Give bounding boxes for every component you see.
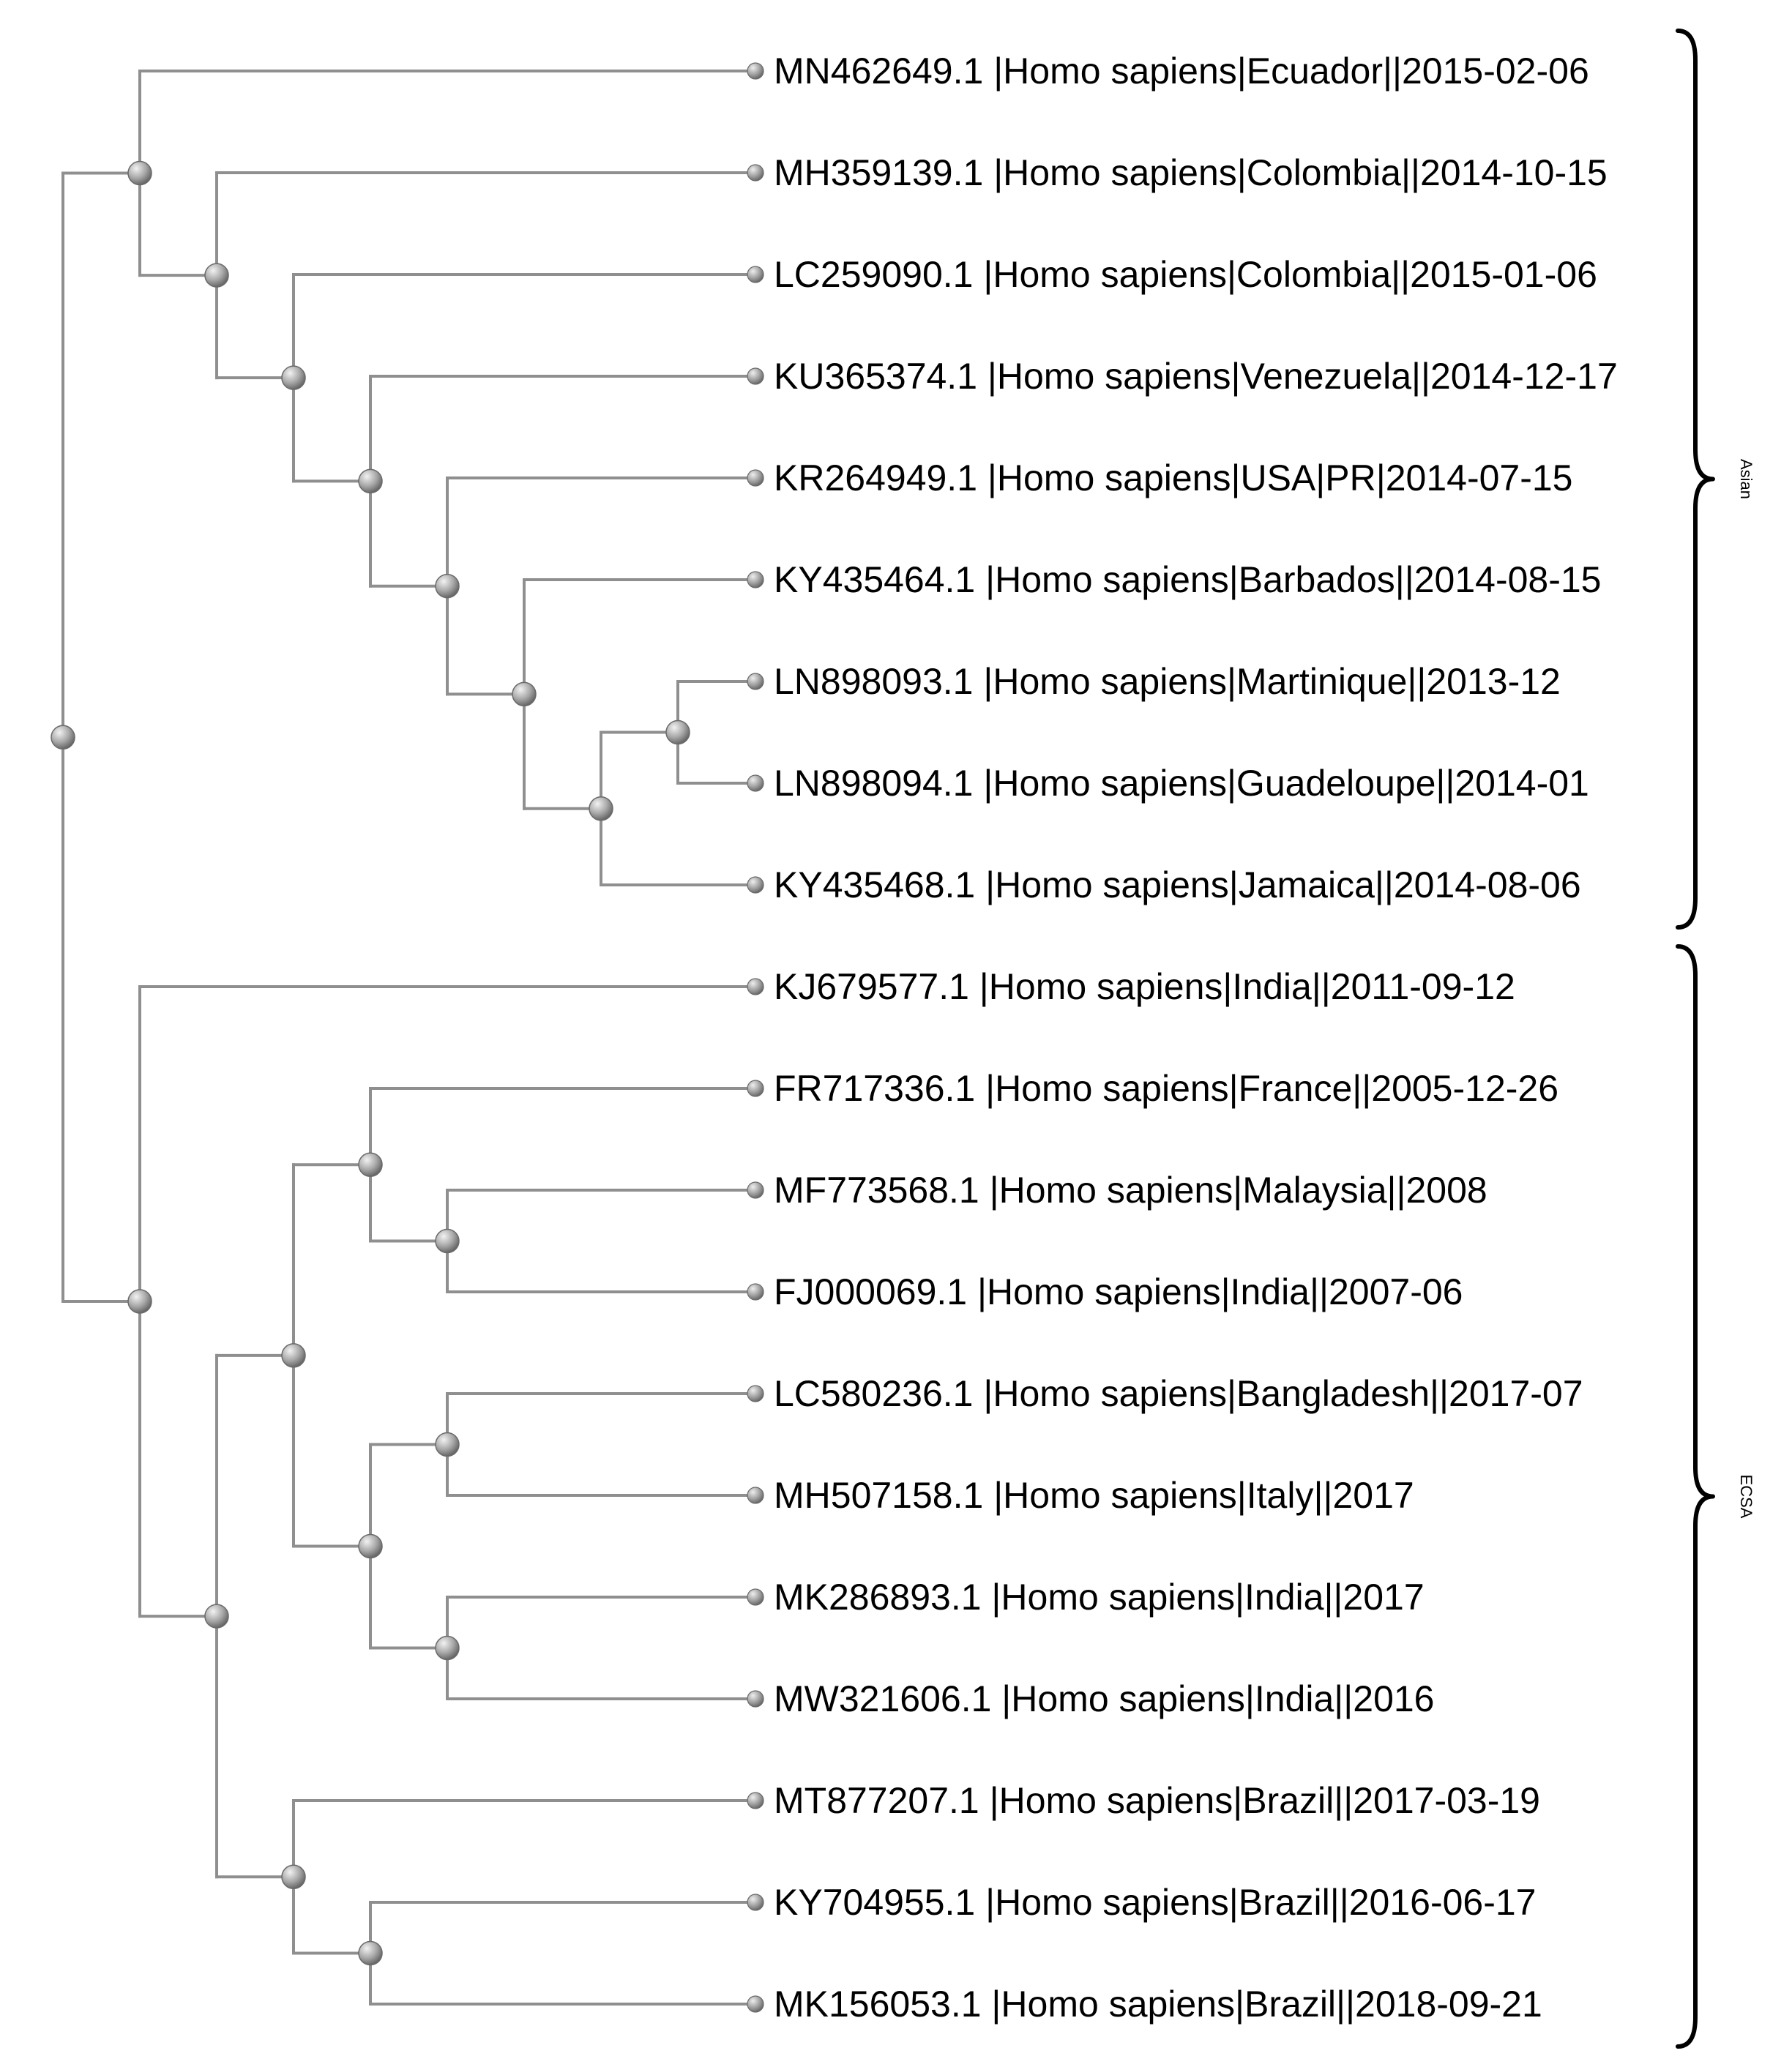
internal-node — [281, 1864, 306, 1889]
tip-markers — [747, 62, 764, 2013]
leaf-marker — [747, 1995, 764, 2013]
leaf-label: MF773568.1 |Homo sapiens|Malaysia||2008 — [774, 1170, 1487, 1211]
leaf-marker — [747, 1080, 764, 1097]
internal-node — [51, 725, 75, 750]
leaf-marker — [747, 1792, 764, 1809]
leaf-marker — [747, 1894, 764, 1911]
internal-nodes — [51, 160, 690, 1966]
leaf-label: MT877207.1 |Homo sapiens|Brazil||2017-03… — [774, 1780, 1540, 1821]
internal-node — [204, 1604, 229, 1629]
leaf-label: KY435468.1 |Homo sapiens|Jamaica||2014-0… — [774, 864, 1581, 905]
leaf-label: LC259090.1 |Homo sapiens|Colombia||2015-… — [774, 254, 1597, 295]
leaf-label: LN898094.1 |Homo sapiens|Guadeloupe||201… — [774, 763, 1589, 804]
internal-node — [435, 1228, 460, 1254]
internal-node — [435, 1432, 460, 1457]
internal-node — [358, 468, 383, 494]
internal-node — [127, 160, 152, 186]
leaf-marker — [747, 1588, 764, 1606]
internal-node — [281, 1343, 306, 1368]
clade-bracket — [1676, 944, 1715, 2049]
leaf-label: MH507158.1 |Homo sapiens|Italy||2017 — [774, 1475, 1414, 1516]
leaf-labels: MN462649.1 |Homo sapiens|Ecuador||2015-0… — [774, 51, 1618, 2025]
leaf-marker — [747, 1487, 764, 1504]
leaf-marker — [747, 266, 764, 283]
leaf-label: LN898093.1 |Homo sapiens|Martinique||201… — [774, 661, 1561, 702]
internal-node — [512, 681, 537, 707]
leaf-label: FJ000069.1 |Homo sapiens|India||2007-06 — [774, 1271, 1463, 1312]
leaf-label: KY704955.1 |Homo sapiens|Brazil||2016-06… — [774, 1882, 1536, 1923]
leaf-marker — [747, 571, 764, 588]
leaf-label: MH359139.1 |Homo sapiens|Colombia||2014-… — [774, 152, 1608, 193]
leaf-marker — [747, 1385, 764, 1402]
leaf-marker — [747, 469, 764, 487]
leaf-label: KU365374.1 |Homo sapiens|Venezuela||2014… — [774, 356, 1618, 397]
leaf-marker — [747, 774, 764, 792]
internal-node — [127, 1289, 152, 1314]
leaf-label: KJ679577.1 |Homo sapiens|India||2011-09-… — [774, 966, 1515, 1007]
internal-node — [281, 365, 306, 390]
leaf-label: MK156053.1 |Homo sapiens|Brazil||2018-09… — [774, 1984, 1542, 2025]
branch-lines — [61, 70, 757, 2006]
leaf-marker — [747, 164, 764, 182]
leaf-label: KY435464.1 |Homo sapiens|Barbados||2014-… — [774, 559, 1602, 600]
internal-node — [358, 1533, 383, 1559]
internal-node — [589, 796, 613, 821]
leaf-label: MN462649.1 |Homo sapiens|Ecuador||2015-0… — [774, 51, 1589, 91]
internal-node — [358, 1152, 383, 1177]
internal-node — [435, 573, 460, 599]
leaf-label: MW321606.1 |Homo sapiens|India||2016 — [774, 1678, 1435, 1719]
clade-bracket — [1676, 29, 1715, 930]
leaf-marker — [747, 1690, 764, 1708]
leaf-marker — [747, 367, 764, 385]
leaf-label: MK286893.1 |Homo sapiens|India||2017 — [774, 1577, 1425, 1618]
internal-node — [665, 719, 690, 745]
clade-label: ECSA — [1737, 1475, 1755, 1519]
internal-node — [358, 1940, 383, 1966]
internal-node — [204, 263, 229, 288]
leaf-marker — [747, 673, 764, 690]
leaf-label: FR717336.1 |Homo sapiens|France||2005-12… — [774, 1068, 1558, 1109]
leaf-label: KR264949.1 |Homo sapiens|USA|PR|2014-07-… — [774, 457, 1572, 498]
clade-label: Asian — [1737, 459, 1755, 499]
leaf-marker — [747, 876, 764, 894]
leaf-marker — [747, 62, 764, 80]
leaf-marker — [747, 978, 764, 995]
internal-node — [435, 1635, 460, 1661]
leaf-label: LC580236.1 |Homo sapiens|Bangladesh||201… — [774, 1373, 1583, 1414]
leaf-marker — [747, 1283, 764, 1301]
leaf-marker — [747, 1181, 764, 1199]
